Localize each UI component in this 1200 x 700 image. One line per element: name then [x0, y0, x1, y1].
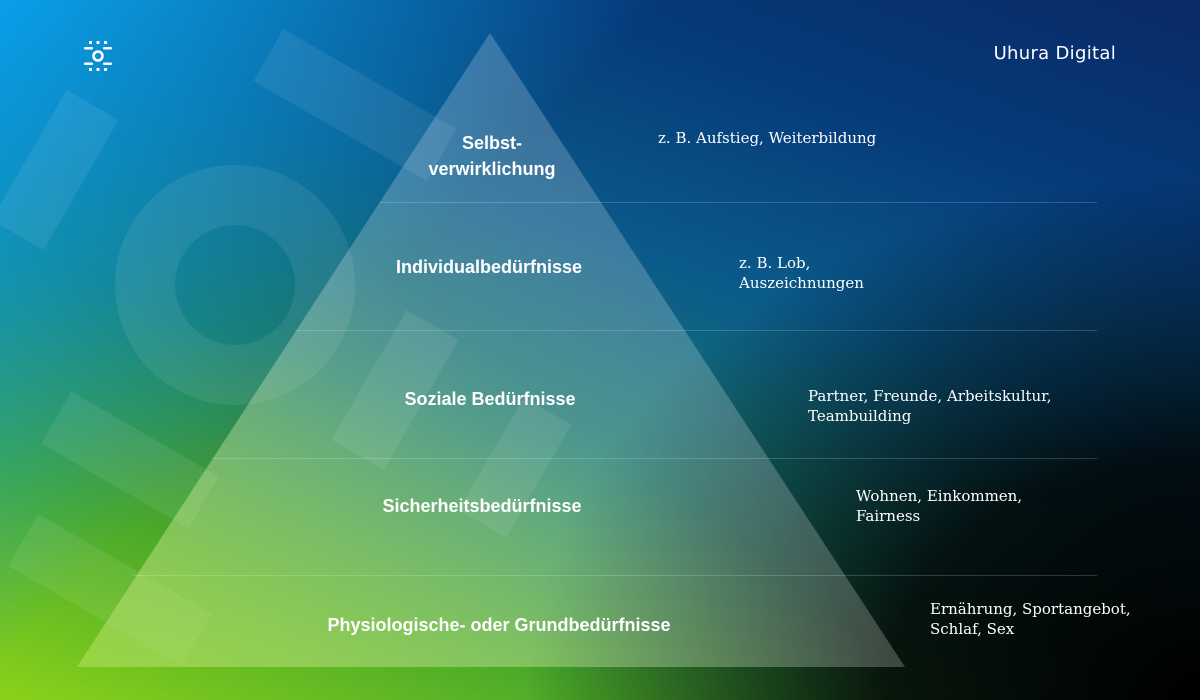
level-example-line: Wohnen, Einkommen, — [856, 487, 1023, 505]
level-divider — [295, 330, 1097, 331]
brand-name: Uhura Digital — [993, 43, 1116, 64]
level-example-line: z. B. Lob, — [739, 254, 811, 272]
level-divider — [212, 458, 1097, 459]
level-example-text: z. B. Aufstieg, Weiterbildung — [658, 128, 876, 148]
level-example-text: z. B. Lob, Auszeichnungen — [739, 253, 864, 293]
pyramid-level-label: Selbst- verwirklichung — [428, 130, 555, 182]
pyramid-triangle — [77, 33, 905, 667]
pyramid-level-label: Sicherheitsbedürfnisse — [382, 496, 582, 516]
level-example-line: Schlaf, Sex — [930, 620, 1015, 638]
level-example-line: Fairness — [856, 507, 921, 525]
radiating-dots-icon — [84, 41, 112, 71]
pyramid-level-label: Individualbedürfnisse — [395, 257, 583, 277]
level-example-text: Wohnen, Einkommen, Fairness — [856, 486, 1022, 526]
pyramid-level-label-line: verwirklichung — [428, 159, 556, 179]
level-example-line: Auszeichnungen — [739, 274, 864, 292]
level-divider — [380, 202, 1097, 203]
level-example-line: Partner, Freunde, Arbeitskultur, — [808, 387, 1052, 405]
pyramid-level-label-line: Selbst- — [461, 133, 523, 153]
level-example-line: Teambuilding — [808, 407, 912, 425]
level-example-text: Partner, Freunde, Arbeitskultur, Teambui… — [808, 386, 1051, 426]
level-example-line: z. B. Aufstieg, Weiterbildung — [658, 129, 877, 147]
pyramid-level-label: Soziale Bedürfnisse — [404, 389, 576, 409]
level-divider — [132, 575, 1097, 576]
pyramid-level-label: Physiologische- oder Grundbedürfnisse — [327, 615, 671, 635]
level-example-line: Ernährung, Sportangebot, — [930, 600, 1131, 618]
level-example-text: Ernährung, Sportangebot, Schlaf, Sex — [930, 599, 1131, 639]
